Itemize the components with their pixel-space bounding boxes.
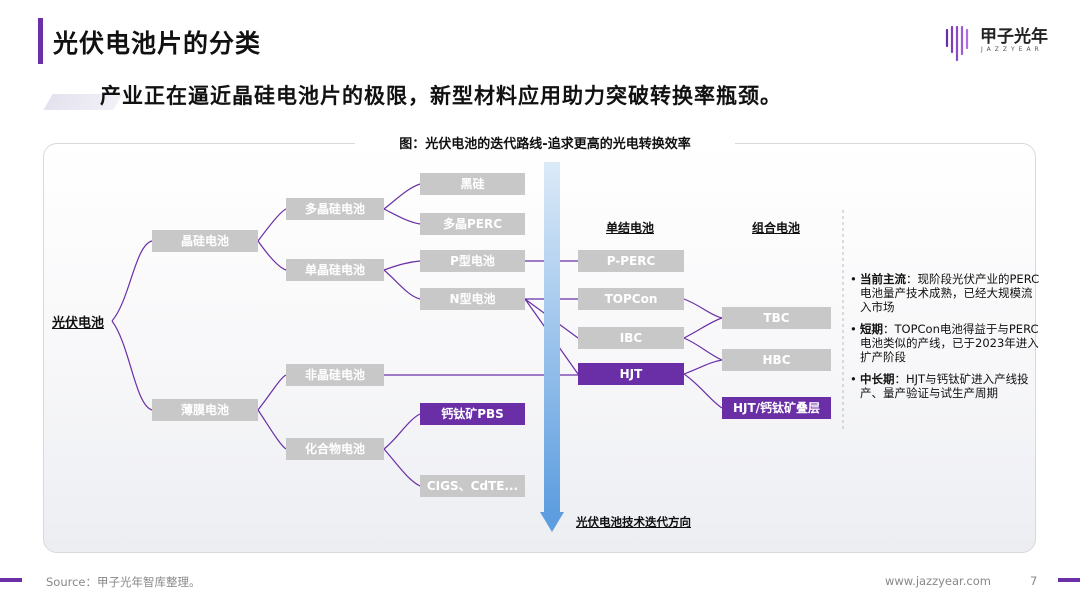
- node-compound: 化合物电池: [286, 438, 384, 460]
- node-ibc: IBC: [578, 327, 684, 349]
- node-perovskite-pbs: 钙钛矿PBS: [420, 403, 525, 425]
- node-black-si: 黑硅: [420, 173, 525, 195]
- page-subtitle: 产业正在逼近晶硅电池片的极限，新型材料应用助力突破转换率瓶颈。: [100, 84, 782, 108]
- node-topcon: TOPCon: [578, 288, 684, 310]
- node-tbc: TBC: [722, 307, 831, 329]
- title-accent-bar: [38, 18, 43, 64]
- page-title: 光伏电池片的分类: [53, 29, 262, 58]
- diagram-panel: [43, 143, 1036, 553]
- node-hjt: HJT: [578, 363, 684, 385]
- node-thin-film: 薄膜电池: [152, 399, 258, 421]
- node-p-type: P型电池: [420, 250, 525, 272]
- note-item: • 中长期：HJT与钙钛矿进入产线投产、量产验证与试生产周期: [850, 372, 1029, 400]
- node-mono-si: 单晶硅电池: [286, 259, 384, 281]
- node-crystal-silicon: 晶硅电池: [152, 230, 258, 252]
- node-hbc: HBC: [722, 349, 831, 371]
- page-number: 7: [1030, 574, 1038, 588]
- root-label: 光伏电池: [52, 316, 105, 331]
- node-cigs: CIGS、CdTE...: [420, 475, 525, 497]
- logo-sub: JAZZYEAR: [981, 46, 1043, 53]
- node-hjt-perovskite-tandem: HJT/钙钛矿叠层: [722, 397, 831, 419]
- node-multi-perc: 多晶PERC: [420, 213, 525, 235]
- site-link[interactable]: www.jazzyear.com: [885, 574, 991, 588]
- iteration-arrow-icon: [540, 162, 564, 532]
- note-item: • 当前主流：现阶段光伏产业的PERC电池量产技术成熟，已经大规模流入市场: [850, 272, 1040, 314]
- node-amorphous-si: 非晶硅电池: [286, 364, 384, 386]
- col-combination: 组合电池: [752, 221, 801, 235]
- jazzyear-logo-icon: [945, 25, 969, 62]
- node-n-type: N型电池: [420, 288, 525, 310]
- footer-accent-right: [1058, 578, 1080, 582]
- logo-name: 甲子光年: [980, 27, 1048, 47]
- note-item: • 短期：TOPCon电池得益于与PERC电池类似的产线，已于2023年进入扩产…: [850, 322, 1039, 364]
- source-note: Source：甲子光年智库整理。: [46, 575, 201, 589]
- axis-label: 光伏电池技术迭代方向: [576, 515, 691, 529]
- node-p-perc: P-PERC: [578, 250, 684, 272]
- node-multi-si: 多晶硅电池: [286, 198, 384, 220]
- notes-list: • 当前主流：现阶段光伏产业的PERC电池量产技术成熟，已经大规模流入市场 • …: [850, 272, 1040, 408]
- footer-accent-left: [0, 578, 22, 582]
- col-single-junction: 单结电池: [606, 221, 655, 235]
- figure-title: 图：光伏电池的迭代路线-追求更高的光电转换效率: [355, 133, 735, 152]
